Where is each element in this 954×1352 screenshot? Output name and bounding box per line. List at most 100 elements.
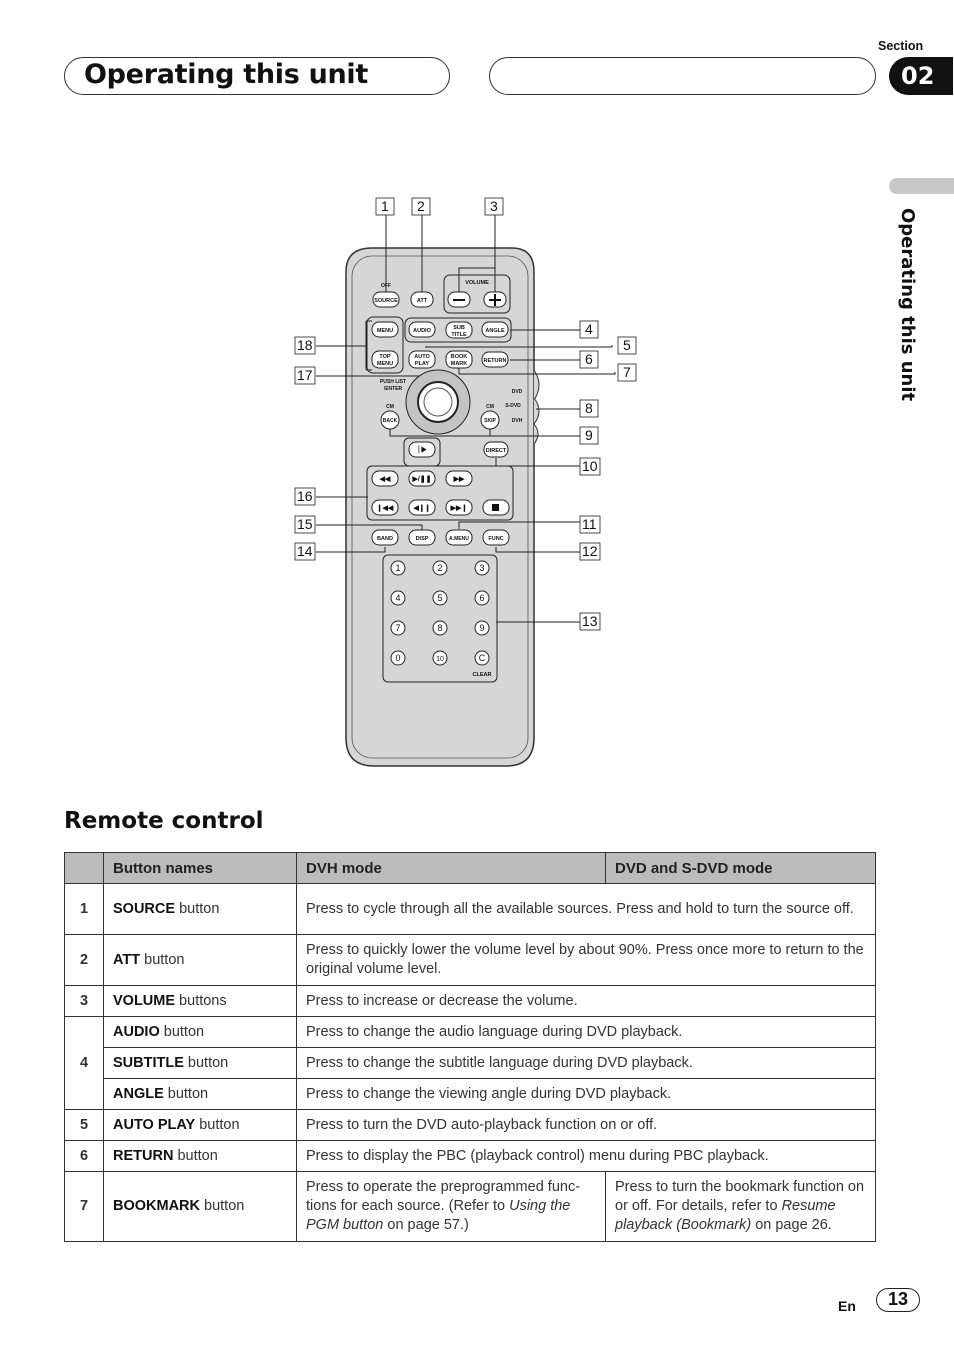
skip-button-label: SKIP	[484, 418, 496, 424]
cm-label-left: CM	[386, 404, 394, 410]
row-number: 4	[64, 1016, 104, 1110]
row-number: 1	[64, 883, 104, 935]
row-number: 7	[64, 1171, 104, 1242]
callout-18: 18	[297, 337, 313, 353]
disp-button-label: DISP	[416, 536, 429, 542]
button-name-cell: RETURN button	[103, 1140, 297, 1172]
button-name-cell: ATT button	[103, 934, 297, 986]
svg-text:▶▶❙: ▶▶❙	[450, 504, 468, 512]
callout-5: 5	[623, 337, 631, 353]
key-0: 0	[395, 653, 400, 663]
key-7: 7	[395, 623, 400, 633]
source-button-label: SOURCE	[374, 298, 398, 304]
subtitle-label-2: TITLE	[451, 332, 467, 338]
callout-14: 14	[297, 543, 313, 559]
description-cell: Press to cycle through all the available…	[296, 883, 876, 935]
callout-8: 8	[585, 400, 593, 416]
amenu-button-label: A.MENU	[449, 536, 469, 542]
callout-13: 13	[582, 613, 598, 629]
key-5: 5	[437, 593, 442, 603]
dvd-description-cell: Press to turn the bookmark function on o…	[605, 1171, 876, 1242]
side-tab-marker	[889, 178, 954, 194]
button-name-cell: SOURCE button	[103, 883, 297, 935]
callout-10: 10	[582, 458, 598, 474]
remote-control-heading: Remote control	[64, 808, 264, 834]
top-menu-label-2: MENU	[377, 361, 393, 367]
table-row: 1 SOURCE button Press to cycle through a…	[64, 883, 876, 935]
key-c: C	[479, 653, 486, 663]
side-tab-label: Operating this unit	[897, 208, 918, 402]
s-dvd-label: S-DVD	[505, 403, 521, 409]
button-name-cell: ANGLE button	[103, 1078, 297, 1110]
description-cell: Press to turn the DVD auto-playback func…	[296, 1109, 876, 1141]
push-list-label-2: /ENTER	[384, 386, 403, 392]
table-row: 5 AUTO PLAY button Press to turn the DVD…	[64, 1109, 876, 1141]
top-menu-label-1: TOP	[379, 354, 391, 360]
cm-label-right: CM	[486, 404, 494, 410]
dvh-description-cell: Press to operate the preprogrammed func-…	[296, 1171, 606, 1242]
back-button-label: BACK	[383, 418, 398, 424]
callout-1: 1	[381, 198, 389, 214]
key-1: 1	[395, 563, 400, 573]
row-number: 6	[64, 1140, 104, 1172]
svg-text:◀◀: ◀◀	[379, 476, 391, 483]
svg-text:❙◀◀: ❙◀◀	[377, 504, 394, 512]
key-3: 3	[479, 563, 484, 573]
description-cell: Press to change the subtitle language du…	[296, 1047, 876, 1079]
svg-text:▶▶: ▶▶	[453, 476, 465, 483]
table-header-row: Button names DVH mode DVD and S-DVD mode	[64, 852, 876, 884]
title-frame-right	[489, 57, 876, 95]
header-dvh-mode: DVH mode	[296, 852, 606, 884]
button-name-cell: SUBTITLE button	[103, 1047, 297, 1079]
key-2: 2	[437, 563, 442, 573]
dvh-label: DVH	[512, 418, 523, 424]
bookmark-label-1: BOOK	[451, 354, 468, 360]
auto-play-label-1: AUTO	[414, 354, 430, 360]
subtitle-label-1: SUB	[453, 325, 465, 331]
push-list-label-1: PUSH LIST	[380, 379, 406, 385]
section-label: Section	[878, 39, 924, 53]
bookmark-label-2: MARK	[451, 361, 468, 367]
table-row: 4 AUDIO button Press to change the audio…	[64, 1016, 876, 1110]
button-name-cell: VOLUME buttons	[103, 985, 297, 1017]
auto-play-label-2: PLAY	[415, 361, 429, 367]
row-number: 3	[64, 985, 104, 1017]
page-number: 13	[876, 1288, 920, 1312]
header-button-names: Button names	[103, 852, 297, 884]
button-name-cell: AUDIO button	[103, 1016, 297, 1048]
table-row: SUBTITLE button Press to change the subt…	[65, 1047, 876, 1079]
table-row: 6 RETURN button Press to display the PBC…	[64, 1140, 876, 1172]
audio-button-label: AUDIO	[413, 328, 431, 334]
language-label: En	[838, 1298, 856, 1314]
band-button-label: BAND	[377, 536, 393, 542]
header-num-cell	[64, 852, 104, 884]
row-number: 2	[64, 934, 104, 986]
key-8: 8	[437, 623, 442, 633]
volume-label: VOLUME	[465, 280, 489, 286]
header-dvd-mode: DVD and S-DVD mode	[605, 852, 876, 884]
callout-7: 7	[623, 364, 631, 380]
key-9: 9	[479, 623, 484, 633]
clear-label: CLEAR	[473, 672, 492, 678]
direct-button-label: DIRECT	[486, 448, 507, 454]
return-button-label: RETURN	[484, 358, 507, 364]
callout-16: 16	[297, 488, 313, 504]
section-number: 02	[889, 57, 953, 95]
button-name-cell: BOOKMARK button	[103, 1171, 297, 1242]
title-frame	[64, 57, 450, 95]
key-6: 6	[479, 593, 484, 603]
menu-button-label: MENU	[377, 328, 393, 334]
button-name-cell: AUTO PLAY button	[103, 1109, 297, 1141]
off-label: OFF	[381, 283, 391, 289]
table-row: 7 BOOKMARK button Press to operate the p…	[64, 1171, 876, 1242]
func-button-label: FUNC	[488, 536, 503, 542]
table-row: 3 VOLUME buttons Press to increase or de…	[64, 985, 876, 1017]
table-row: 2 ATT button Press to quickly lower the …	[64, 934, 876, 986]
page-title: Operating this unit	[84, 59, 368, 90]
callout-9: 9	[585, 427, 593, 443]
callout-17: 17	[297, 367, 313, 383]
key-4: 4	[395, 593, 400, 603]
description-cell: Press to display the PBC (playback contr…	[296, 1140, 876, 1172]
angle-button-label: ANGLE	[485, 328, 505, 334]
svg-text:⏐▶: ⏐▶	[417, 445, 427, 454]
